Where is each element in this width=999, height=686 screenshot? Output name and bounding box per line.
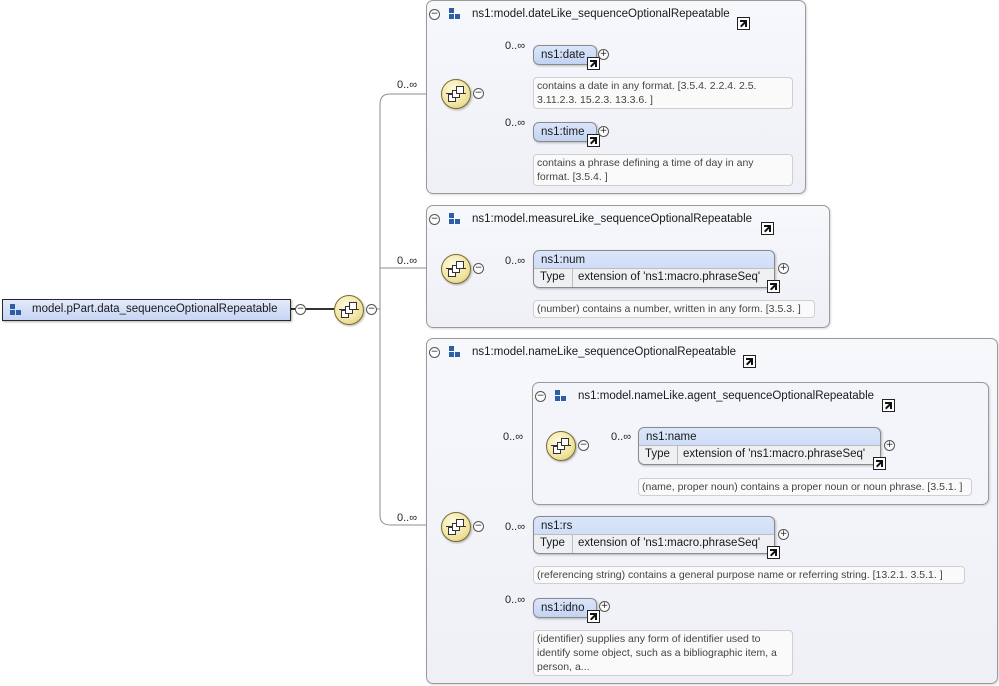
cardinality-label: 0..∞ [505,594,526,606]
cardinality-label: 0..∞ [397,79,418,91]
element-name: ns1:date [541,49,586,61]
element-rs[interactable]: ns1:rs Type extension of 'ns1:macro.phra… [533,516,775,554]
external-link-icon[interactable] [737,17,750,30]
documentation-idno: (identifier) supplies any form of identi… [533,630,793,676]
element-name: ns1:rs [541,520,573,532]
sequence-compositor-icon[interactable] [334,295,364,325]
root-group-model-ppart[interactable]: model.pPart.data_sequenceOptionalRepeata… [2,299,291,321]
documentation-num: (number) contains a number, written in a… [533,300,815,318]
element-name-label: ns1:name [646,431,697,443]
group-title-agent: ns1:model.nameLike.agent_sequenceOptiona… [578,390,875,402]
type-label: Type [540,271,565,283]
external-link-icon[interactable] [767,546,780,559]
group-icon [449,213,461,225]
type-value: extension of 'ns1:macro.phraseSeq' [683,448,866,460]
expand-icon[interactable]: + [778,529,789,540]
cardinality-label: 0..∞ [505,117,526,129]
external-link-icon[interactable] [587,57,600,70]
collapse-icon[interactable]: − [473,88,484,99]
external-link-icon[interactable] [767,280,780,293]
group-title-measurelike: ns1:model.measureLike_sequenceOptionalRe… [472,213,753,225]
documentation-rs: (referencing string) contains a general … [533,566,965,584]
collapse-icon[interactable]: − [295,304,306,315]
documentation-time: contains a phrase defining a time of day… [533,154,793,186]
cardinality-label: 0..∞ [505,40,526,52]
root-label: model.pPart.data_sequenceOptionalRepeata… [32,303,278,315]
external-link-icon[interactable] [587,134,600,147]
element-date[interactable]: ns1:date [533,45,597,65]
cardinality-label: 0..∞ [505,521,526,533]
element-name: ns1:time [541,126,585,138]
external-link-icon[interactable] [587,610,600,623]
sequence-compositor-icon[interactable] [441,512,471,542]
element-num[interactable]: ns1:num Type extension of 'ns1:macro.phr… [533,250,775,288]
group-icon [555,390,567,402]
collapse-icon[interactable]: − [473,521,484,532]
expand-icon[interactable]: + [598,49,609,60]
external-link-icon[interactable] [761,222,774,235]
element-time[interactable]: ns1:time [533,122,597,142]
cardinality-label: 0..∞ [611,431,632,443]
collapse-icon[interactable]: − [429,347,440,358]
collapse-icon[interactable]: − [429,214,440,225]
expand-icon[interactable]: + [598,126,609,137]
type-row: Type extension of 'ns1:macro.phraseSeq' [534,534,774,553]
group-title-datelike: ns1:model.dateLike_sequenceOptionalRepea… [472,8,730,20]
type-value: extension of 'ns1:macro.phraseSeq' [578,537,761,549]
external-link-icon[interactable] [882,399,895,412]
external-link-icon[interactable] [873,457,886,470]
element-name: ns1:num [541,254,586,266]
cardinality-label: 0..∞ [503,431,524,443]
type-value: extension of 'ns1:macro.phraseSeq' [578,271,761,283]
collapse-icon[interactable]: − [366,304,377,315]
sequence-compositor-icon[interactable] [441,254,471,284]
sequence-compositor-icon[interactable] [441,79,471,109]
expand-icon[interactable]: + [778,263,789,274]
collapse-icon[interactable]: − [535,391,546,402]
group-icon [449,346,461,358]
type-row: Type extension of 'ns1:macro.phraseSeq' [639,445,880,464]
element-idno[interactable]: ns1:idno [533,598,597,618]
collapse-icon[interactable]: − [578,440,589,451]
group-title-namelike: ns1:model.nameLike_sequenceOptionalRepea… [472,346,737,358]
type-label: Type [540,537,565,549]
type-row: Type extension of 'ns1:macro.phraseSeq' [534,268,774,287]
collapse-icon[interactable]: − [473,263,484,274]
group-icon [449,8,461,20]
documentation-date: contains a date in any format. [3.5.4. 2… [533,77,793,109]
cardinality-label: 0..∞ [397,512,418,524]
cardinality-label: 0..∞ [397,255,418,267]
element-name: ns1:idno [541,602,585,614]
group-icon [10,304,22,316]
documentation-name: (name, proper noun) contains a proper no… [638,478,972,496]
expand-icon[interactable]: + [884,440,895,451]
collapse-icon[interactable]: − [429,9,440,20]
sequence-compositor-icon[interactable] [546,431,576,461]
expand-icon[interactable]: + [599,601,610,612]
cardinality-label: 0..∞ [505,255,526,267]
external-link-icon[interactable] [743,355,756,368]
element-name[interactable]: ns1:name Type extension of 'ns1:macro.ph… [638,427,881,465]
type-label: Type [645,448,670,460]
